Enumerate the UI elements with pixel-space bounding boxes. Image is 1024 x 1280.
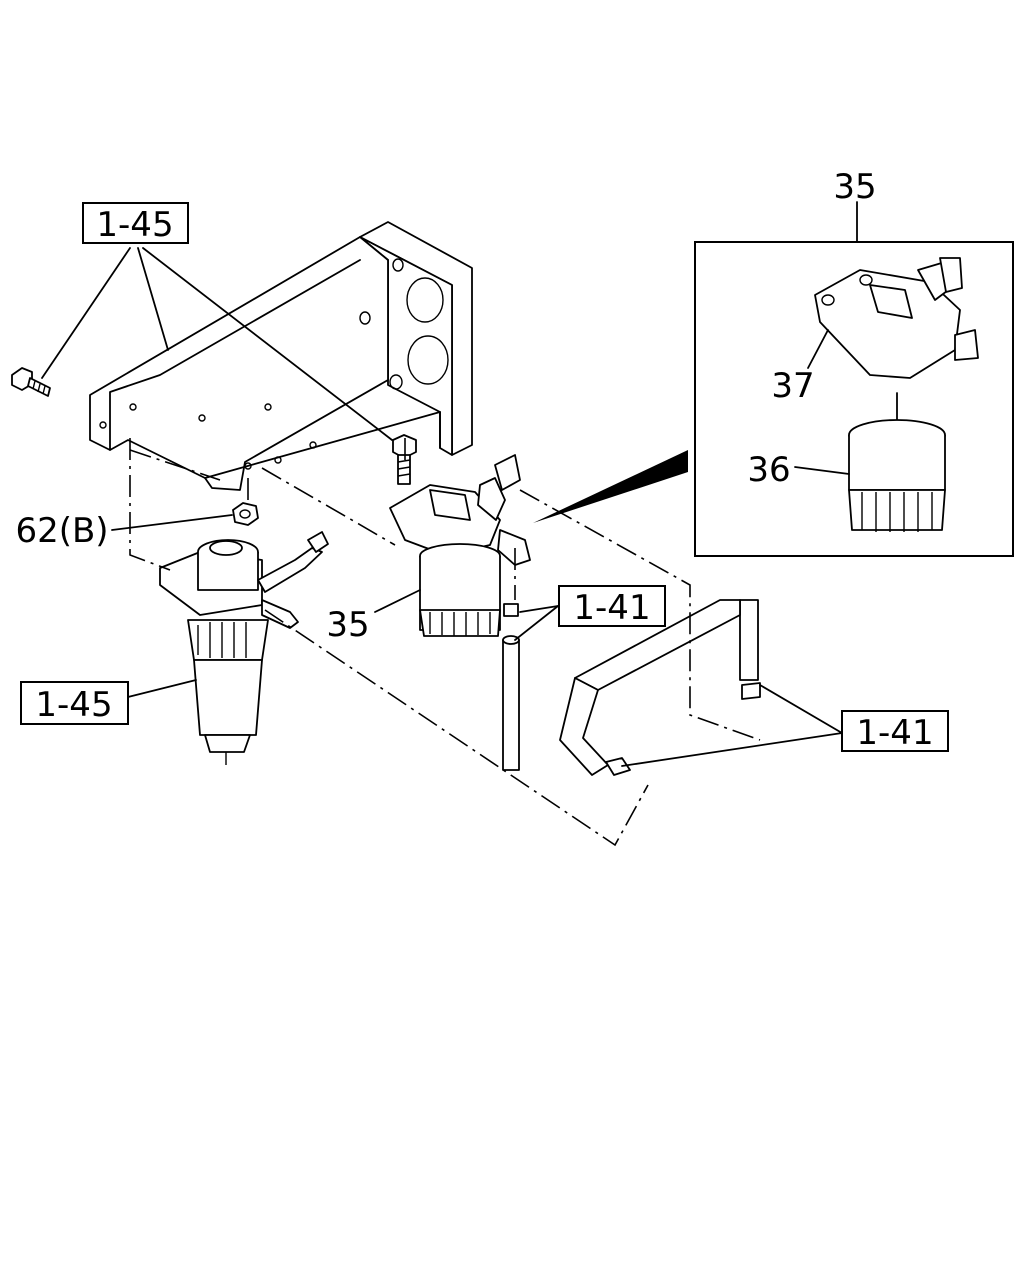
- long-hose: [559, 599, 761, 776]
- dash-dot-guide-lines: [129, 438, 761, 847]
- fuel-filter-left: [159, 531, 329, 765]
- callout-top-left-ref: 1-45: [82, 202, 189, 245]
- callout-left-filter-ref: 1-45: [20, 681, 129, 725]
- inset-detail: [694, 201, 1014, 557]
- ref-label-37: 37: [771, 366, 814, 406]
- ref-label-1-41-right: 1-41: [856, 713, 933, 753]
- ref-label-62b: 62(B): [15, 511, 108, 551]
- callout-center-hose-ref: 1-41: [558, 585, 666, 628]
- short-hose: [502, 603, 520, 771]
- ref-label-1-41-center: 1-41: [573, 588, 650, 628]
- ref-label-1-45-top: 1-45: [96, 205, 173, 245]
- callout-right-hose-ref: 1-41: [841, 710, 949, 753]
- bolt-left: [11, 367, 51, 397]
- ref-label-35-main: 35: [326, 605, 369, 645]
- inset-pointer-wedge: [533, 450, 688, 523]
- mounting-bracket: [89, 221, 473, 491]
- ref-label-35-inset: 35: [833, 167, 876, 207]
- leader-lines: [41, 247, 843, 767]
- nut-62b: [232, 502, 259, 526]
- ref-label-1-45-left: 1-45: [35, 685, 112, 725]
- ref-label-36: 36: [747, 450, 790, 490]
- fuel-filter-35: [389, 454, 531, 637]
